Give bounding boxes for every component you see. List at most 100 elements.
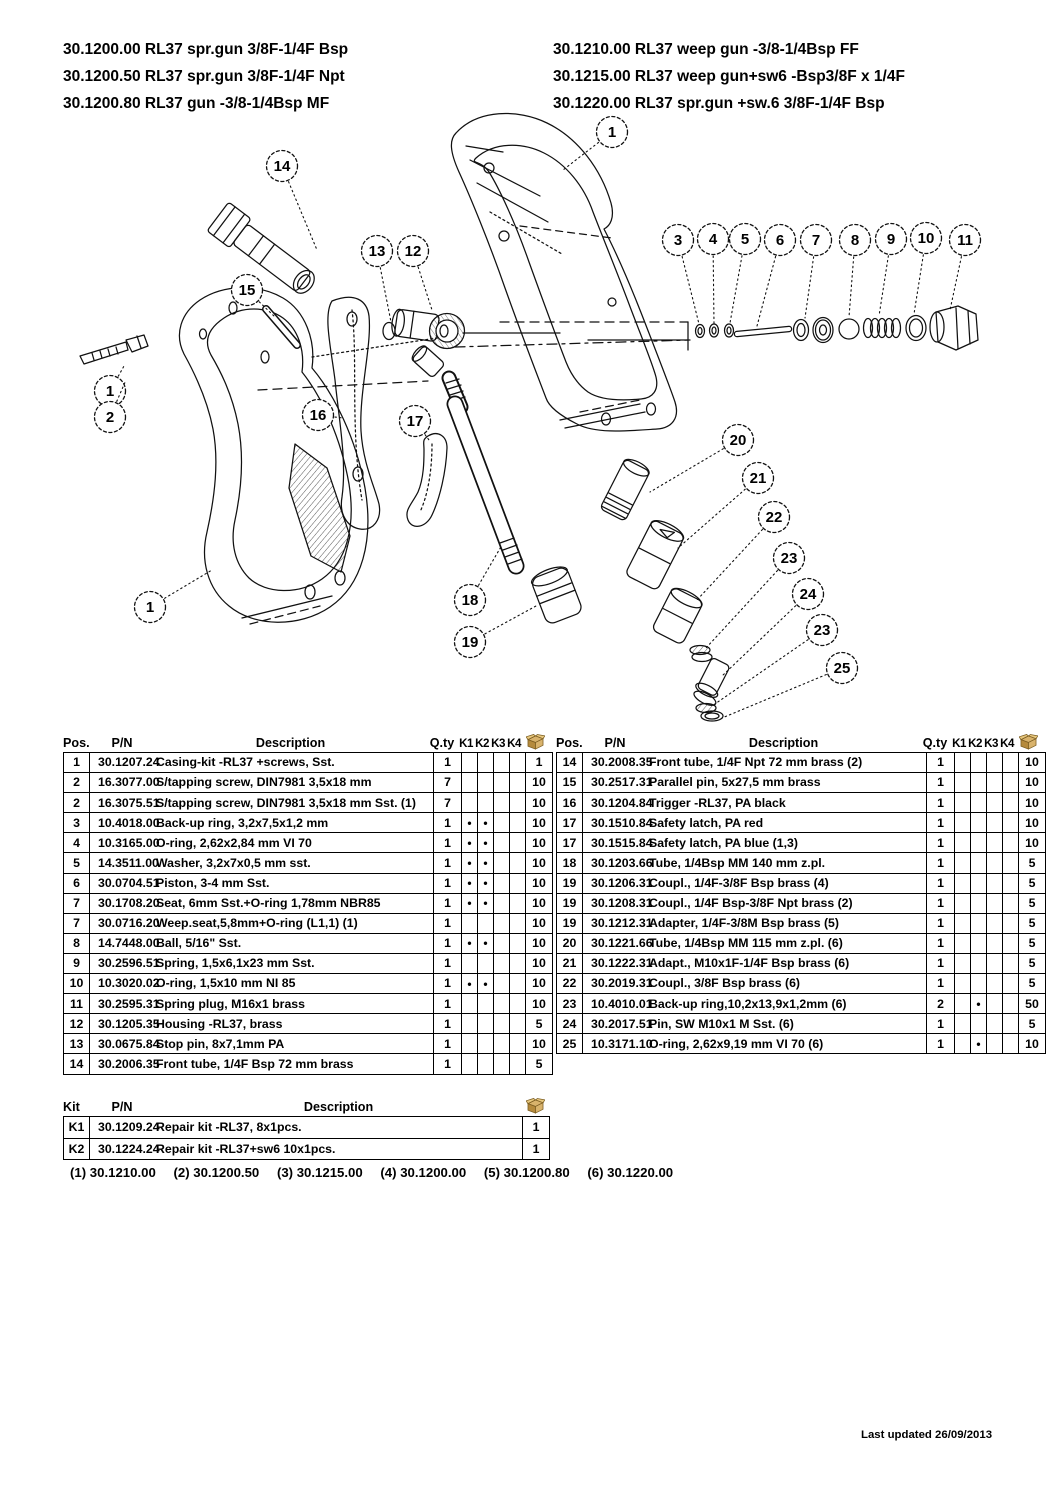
cell-pn-description: 30.1221.66Tube, 1/4Bsp MM 115 mm z.pl. (… (582, 932, 927, 954)
callout-circle (95, 402, 126, 433)
callout-number: 14 (274, 158, 291, 175)
cell-k1 (954, 812, 971, 834)
cell-qty: 1 (926, 892, 955, 914)
callout-circle (730, 224, 761, 255)
cell-k2 (970, 932, 987, 954)
callout-circle (267, 151, 298, 182)
cell-pos: 1 (63, 751, 90, 774)
cell-package-qty: 5 (1018, 932, 1046, 954)
callout-number: 23 (781, 550, 798, 567)
col-header-description: Description (303, 1100, 374, 1114)
cell-pn-description: 30.2017.51Pin, SW M10x1 M Sst. (6) (582, 1013, 927, 1035)
cell-k2: • (477, 872, 494, 894)
cell-k1 (461, 1033, 478, 1055)
cell-description: Coupl., 3/8F Bsp brass (6) (649, 976, 801, 991)
cell-part-number: 10.3020.02 (98, 976, 160, 991)
cell-package-qty: 10 (1018, 772, 1046, 794)
cell-k3 (986, 872, 1003, 894)
cell-kit-id: K2 (63, 1137, 90, 1160)
cell-pn-description: 10.3020.02O-ring, 1,5x10 mm NI 85 (89, 973, 434, 995)
adapter-coupling-2 (652, 585, 705, 645)
stop-pin-part (383, 323, 395, 340)
cell-pn-description: 30.2517.31Parallel pin, 5x27,5 mm brass (582, 772, 927, 794)
cell-pn-description: 30.1708.20Seat, 6mm Sst.+O-ring 1,78mm N… (89, 892, 434, 914)
cell-description: Seat, 6mm Sst.+O-ring 1,78mm NBR85 (156, 896, 381, 911)
callout-leader-line (479, 545, 502, 585)
col-header-description: Description (748, 736, 819, 750)
callout-leader-line (165, 570, 212, 598)
footnote-item: (4) 30.1200.00 (380, 1165, 467, 1180)
product-list-left: 30.1200.00 RL37 spr.gun 3/8F-1/4F Bsp 30… (63, 36, 348, 117)
cell-pn-description: 30.0675.84Stop pin, 8x7,1mm PA (89, 1033, 434, 1055)
cell-k1 (461, 912, 478, 934)
callout-number: 12 (405, 243, 422, 260)
cell-pn-description: 30.1224.24Repair kit -RL37+sw6 10x1pcs. (89, 1137, 523, 1160)
col-header-k2: K2 (475, 737, 489, 750)
cell-k4 (1002, 872, 1019, 894)
cell-k3 (493, 751, 510, 774)
cell-pn-description: 30.0704.51Piston, 3-4 mm Sst. (89, 872, 434, 894)
cell-part-number: 30.1203.66 (591, 855, 653, 870)
col-header-pos: Pos. (556, 736, 583, 750)
cell-k3 (493, 772, 510, 794)
cell-pn-description: 14.7448.00Ball, 5/16" Sst. (89, 932, 434, 954)
cell-pos: 17 (556, 832, 583, 854)
callout-circle (807, 615, 838, 646)
cell-k3 (493, 792, 510, 814)
callout-number: 9 (887, 231, 895, 248)
cell-part-number: 30.1204.84 (591, 795, 653, 810)
cell-k4 (1002, 792, 1019, 814)
cell-package-qty: 10 (525, 852, 553, 874)
cell-description: Coupl., 1/4F-3/8F Bsp brass (4) (649, 875, 829, 890)
box-icon (526, 1098, 545, 1114)
cell-description: Pin, SW M10x1 M Sst. (6) (649, 1016, 794, 1031)
cell-pn-description: 30.2596.51Spring, 1,5x6,1x23 mm Sst. (89, 952, 434, 975)
cell-k2 (477, 772, 494, 794)
cell-pos: 7 (63, 892, 90, 914)
cell-k2 (970, 792, 987, 814)
callout-number: 8 (851, 232, 859, 249)
cell-k1 (954, 993, 971, 1015)
product-line: 30.1200.00 RL37 spr.gun 3/8F-1/4F Bsp (63, 41, 349, 58)
cell-part-number: 30.1206.31 (591, 875, 653, 890)
cell-k4 (1002, 751, 1019, 774)
cell-k3 (986, 812, 1003, 834)
product-list-right: 30.1210.00 RL37 weep gun -3/8-1/4Bsp FF … (553, 36, 905, 117)
callout-circle (455, 585, 486, 616)
spring-plug (930, 306, 978, 350)
cell-pos: 4 (63, 832, 90, 854)
callout-leader-line (380, 268, 391, 322)
cell-qty: 1 (433, 872, 462, 894)
cell-k3 (986, 852, 1003, 874)
cell-description: Adapt., M10x1F-1/4F Bsp brass (6) (649, 956, 850, 971)
footnote-item: (3) 30.1215.00 (276, 1165, 363, 1180)
cell-k3 (986, 932, 1003, 954)
cell-package-qty: 1 (522, 1116, 550, 1139)
cell-description: Spring, 1,5x6,1x23 mm Sst. (156, 956, 315, 971)
cell-k1 (954, 832, 971, 854)
cell-part-number: 30.1209.24 (98, 1120, 160, 1135)
cell-part-number: 30.1207.24 (98, 755, 160, 770)
cell-package-qty: 10 (525, 872, 553, 894)
cell-k1 (954, 792, 971, 814)
cell-package-qty: 1 (525, 751, 553, 774)
cell-k2 (970, 892, 987, 914)
kit-table-header: Kit P/N Description (63, 1092, 549, 1114)
footnote-item: (6) 30.1220.00 (587, 1165, 674, 1180)
cell-k2 (970, 1013, 987, 1035)
cell-description: Repair kit -RL37, 8x1pcs. (156, 1120, 302, 1135)
cell-pn-description: 30.2006.35Front tube, 1/4F Bsp 72 mm bra… (89, 1053, 434, 1075)
cell-k1 (954, 772, 971, 794)
cell-k1: • (461, 872, 478, 894)
cell-k4 (1002, 973, 1019, 995)
cell-k2 (477, 792, 494, 814)
cell-qty: 1 (926, 792, 955, 814)
cell-k3 (493, 993, 510, 1015)
cell-k1 (954, 1033, 971, 1055)
